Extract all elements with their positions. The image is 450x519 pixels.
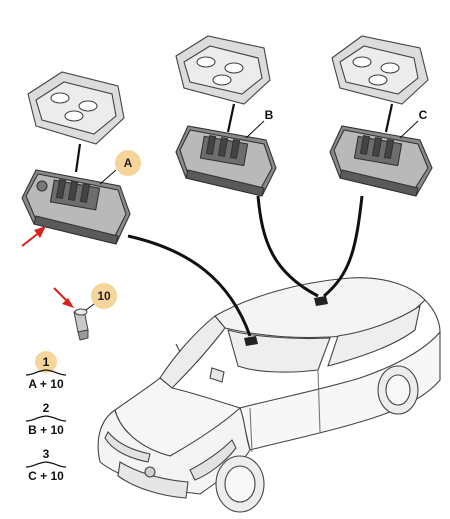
combo-2-number: 2 [43, 401, 50, 415]
red-arrow-housing [21, 226, 46, 247]
combo-3: 3 C + 10 [25, 447, 67, 483]
callout-a-leader [99, 169, 117, 185]
lens-c-leader [384, 103, 394, 133]
light-housing-c [329, 125, 433, 197]
roof-light-middle [314, 296, 328, 306]
callout-a-text: A [124, 156, 133, 170]
line-c-to-roof [323, 195, 364, 298]
lens-cover-a [27, 71, 125, 145]
callout-a: A [99, 150, 141, 185]
line-b-to-roof [256, 195, 319, 298]
callout-10: 10 [85, 283, 117, 311]
label-b-text: B [265, 108, 274, 122]
lens-a-leader [74, 143, 82, 173]
combo-3-number: 3 [43, 447, 50, 461]
label-c: C [399, 108, 428, 139]
connector-lines [127, 195, 364, 337]
line-a-to-roof [127, 234, 252, 337]
light-housing-a [21, 169, 131, 245]
combo-1-number: 1 [43, 355, 50, 369]
lens-cover-b [175, 35, 271, 105]
label-b-leader [245, 120, 265, 139]
callout-a-circle [115, 150, 141, 176]
combo-2-brace [25, 415, 67, 422]
combo-1-highlight [35, 351, 57, 373]
label-c-leader [399, 120, 419, 139]
bulb-part [73, 308, 89, 341]
callout-10-text: 10 [97, 289, 111, 303]
combo-2: 2 B + 10 [25, 401, 67, 437]
combo-1: 1 A + 10 [25, 351, 67, 391]
lens-b-leader [226, 103, 236, 133]
callout-10-circle [91, 283, 117, 309]
car-illustration [97, 277, 441, 513]
roof-light-locations [244, 296, 328, 346]
combination-legend: 1 A + 10 2 B + 10 3 C + 10 [25, 351, 67, 483]
combo-2-text: B + 10 [28, 423, 64, 437]
label-c-text: C [419, 108, 428, 122]
combo-1-text: A + 10 [28, 377, 64, 391]
roof-light-front [244, 336, 258, 346]
red-arrow-bulb [53, 287, 74, 308]
combo-3-brace [25, 461, 67, 468]
light-housing-b [175, 125, 277, 197]
lens-cover-c [331, 35, 429, 105]
label-b: B [245, 108, 274, 139]
callout-10-leader [85, 303, 95, 311]
combo-1-brace [25, 369, 67, 376]
combo-3-text: C + 10 [28, 469, 64, 483]
